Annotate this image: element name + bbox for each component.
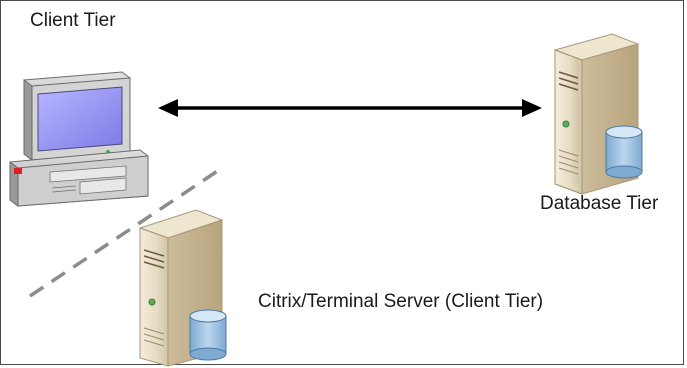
desktop-computer-icon bbox=[9, 71, 149, 207]
database-server-icon bbox=[553, 33, 643, 195]
citrix-server-label: Citrix/Terminal Server (Client Tier) bbox=[258, 291, 544, 312]
tier-separator-line bbox=[29, 166, 223, 298]
connection-arrow bbox=[158, 99, 542, 117]
client-tier-label: Client Tier bbox=[30, 10, 116, 31]
terminal-server-icon bbox=[138, 209, 227, 367]
database-tier-label: Database Tier bbox=[540, 193, 659, 214]
